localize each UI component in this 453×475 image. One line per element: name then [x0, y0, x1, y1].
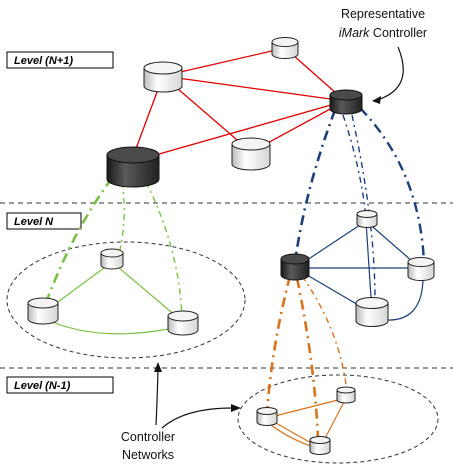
level-n-minus-1-uplinks [265, 275, 348, 441]
controller-node-level-n-minus-1-1 [256, 407, 278, 426]
controller-node-top-light-3 [231, 137, 271, 171]
controller-networks-arrow-right [161, 407, 233, 429]
controller-node-level-n-minus-1-3 [309, 436, 331, 455]
representative-label-line1: Representative [341, 7, 425, 21]
svg-text:Level (N+1): Level (N+1) [14, 55, 73, 67]
controller-node-top-light-1 [143, 61, 183, 93]
level-label-middle: Level N [6, 212, 82, 230]
representative-imark-controller-node [329, 89, 363, 115]
level-label-top: Level (N+1) [6, 51, 114, 69]
controller-node-top-light-2 [271, 37, 299, 59]
controller-node-level-n-minus-1-2 [336, 386, 356, 404]
svg-text:Level N: Level N [14, 216, 54, 228]
level-n-right-uplinks [293, 107, 426, 301]
level-n-left-links [42, 261, 184, 335]
controller-node-level-n-right-2 [407, 257, 435, 281]
controller-node-level-n-left-3 [167, 310, 199, 336]
controller-node-level-n-left-1 [100, 248, 124, 270]
controller-node-level-n-left-2 [27, 297, 59, 325]
controller-networks-label-line2: Networks [122, 448, 174, 462]
controller-networks-arrow-up [155, 369, 159, 426]
controller-network-ellipse-bottom [237, 374, 439, 464]
level-n-minus-1-links [266, 397, 347, 449]
controller-node-level-n-right-1 [356, 210, 378, 228]
controller-networks-label-line1: Controller [121, 430, 175, 444]
svg-text:Level (N-1): Level (N-1) [14, 380, 71, 392]
representative-controller-node-level-n-right [280, 253, 310, 281]
controller-node-level-n-right-3 [355, 297, 389, 327]
representative-controller-node-level-n [106, 146, 160, 188]
level-label-bottom: Level (N-1) [6, 376, 114, 394]
controller-networks-arrowhead-up [154, 362, 162, 372]
controller-networks-arrowhead-right [231, 404, 241, 412]
representative-arrow [376, 46, 404, 101]
representative-arrowhead [372, 96, 381, 104]
controller-network-ellipse-left [6, 241, 246, 359]
representative-label-line2: iMark Controller [339, 26, 427, 40]
